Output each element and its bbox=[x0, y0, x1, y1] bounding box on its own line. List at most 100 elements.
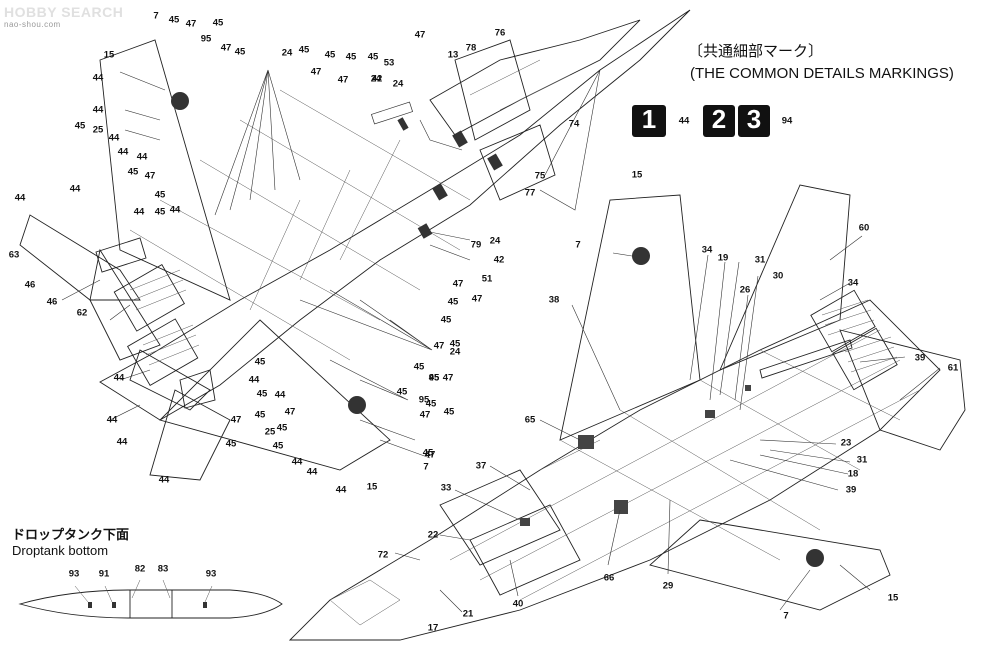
top-view-callout: 45 bbox=[128, 167, 139, 178]
bottom-view-callout: 21 bbox=[463, 609, 474, 620]
top-view-callout: 53 bbox=[384, 58, 395, 69]
top-view-callout: 45 bbox=[346, 52, 357, 63]
top-view-callout: 47 bbox=[472, 294, 483, 305]
top-view-callout: 45 bbox=[325, 50, 336, 61]
top-view-callout: 44 bbox=[117, 437, 128, 448]
bottom-view-callout: 40 bbox=[513, 599, 524, 610]
top-view-callout: 45 bbox=[235, 47, 246, 58]
badge-mark-2: 2 bbox=[712, 104, 726, 134]
top-view-callout: 44 bbox=[292, 457, 303, 468]
top-view-callout: 45 bbox=[448, 297, 459, 308]
marking-badge-3: 3 bbox=[738, 104, 770, 137]
top-view-callout: 44 bbox=[93, 73, 104, 84]
bottom-view-callout: 7 bbox=[783, 611, 788, 622]
top-view-callout: 47 bbox=[145, 171, 156, 182]
watermark-url: nao-shou.com bbox=[4, 20, 61, 29]
top-view-callout: 45 bbox=[169, 15, 180, 26]
top-view-callout: 47 bbox=[231, 415, 242, 426]
top-view-callout: 45 bbox=[414, 362, 425, 373]
droptank-callout: 82 bbox=[135, 564, 146, 575]
top-view-callout: 45 bbox=[255, 357, 266, 368]
bottom-view-callout: 39 bbox=[846, 485, 857, 496]
bottom-view-callout: 39 bbox=[915, 353, 926, 364]
droptank-callout: 93 bbox=[206, 569, 217, 580]
top-view-callout: 45 bbox=[429, 373, 440, 384]
top-view-callout: 25 bbox=[93, 125, 104, 136]
common-markings-header: 〔共通細部マーク〕 (THE COMMON DETAILS MARKINGS) … bbox=[632, 43, 954, 137]
bottom-view-callout: 26 bbox=[740, 285, 751, 296]
top-view-callout: 44 bbox=[107, 415, 118, 426]
top-view-callout: 45 bbox=[273, 441, 284, 452]
droptank-callout: 91 bbox=[99, 569, 110, 580]
bottom-view-aircraft bbox=[288, 184, 966, 641]
top-view-callout: 44 bbox=[275, 390, 286, 401]
top-view-callout: 47 bbox=[425, 450, 436, 461]
top-view-leaders bbox=[61, 69, 601, 459]
top-view-callout: 44 bbox=[70, 184, 81, 195]
badge-mark-1: 1 bbox=[642, 104, 656, 134]
bottom-view-callout: 66 bbox=[604, 573, 615, 584]
top-view-callout: 45 bbox=[299, 45, 310, 56]
top-view-callout: 95 bbox=[429, 373, 440, 384]
bottom-view-callout: 22 bbox=[428, 530, 439, 541]
bottom-view-callout: 34 bbox=[848, 278, 859, 289]
top-view-callout: 79 bbox=[471, 240, 482, 251]
top-view-callout: 24 bbox=[450, 347, 461, 358]
top-view-callout: 47 bbox=[221, 43, 232, 54]
top-view-callout: 47 bbox=[285, 407, 296, 418]
bottom-view-callout: 29 bbox=[663, 581, 674, 592]
top-view-callout: 45 bbox=[155, 207, 166, 218]
droptank-caption: ドロップタンク下面 Droptank bottom bbox=[12, 527, 129, 558]
top-view-callout: 45 bbox=[423, 448, 434, 459]
top-view-callout: 44 bbox=[118, 147, 129, 158]
top-view-callout: 45 bbox=[368, 52, 379, 63]
bottom-view-callout: 72 bbox=[378, 550, 389, 561]
top-view-callout: 45 bbox=[75, 121, 86, 132]
top-view-callout: 13 bbox=[448, 50, 459, 61]
top-view-callout: 24 bbox=[490, 236, 501, 247]
top-view-callout: 47 bbox=[415, 30, 426, 41]
top-view-callout: 44 bbox=[93, 105, 104, 116]
top-view-callout: 25 bbox=[265, 427, 276, 438]
badge-ref-94: 94 bbox=[782, 116, 793, 127]
top-view-callout: 45 bbox=[257, 389, 268, 400]
top-view-callout: 42 bbox=[372, 74, 383, 85]
bottom-view-callout: 19 bbox=[718, 253, 729, 264]
top-view-callout: 46 bbox=[47, 297, 58, 308]
top-view-callout: 76 bbox=[495, 28, 506, 39]
top-view-callout: 44 bbox=[336, 485, 347, 496]
header-title-jp: 〔共通細部マーク〕 bbox=[688, 43, 823, 60]
bottom-view-callout: 34 bbox=[702, 245, 713, 256]
top-view-callout: 44 bbox=[134, 207, 145, 218]
top-view-callout: 47 bbox=[186, 19, 197, 30]
top-view-callout: 24 bbox=[282, 48, 293, 59]
top-view-callout: 51 bbox=[482, 274, 493, 285]
bottom-view-callout: 60 bbox=[859, 223, 870, 234]
top-view-callout: 63 bbox=[9, 250, 20, 261]
bottom-view-callout: 15 bbox=[888, 593, 899, 604]
top-view-callout: 15 bbox=[104, 50, 115, 61]
watermark: HOBBY SEARCH nao-shou.com bbox=[4, 4, 123, 29]
bottom-view-callout: 65 bbox=[525, 415, 536, 426]
watermark-brand: HOBBY SEARCH bbox=[4, 4, 124, 20]
bottom-view-callout: 17 bbox=[428, 623, 439, 634]
bottom-view-callout: 30 bbox=[773, 271, 784, 282]
top-view-callout: 45 bbox=[155, 190, 166, 201]
top-view-callout: 15 bbox=[367, 482, 378, 493]
top-view-callout: 45 bbox=[441, 315, 452, 326]
bottom-view-callout: 33 bbox=[441, 483, 452, 494]
top-view-callout: 45 bbox=[213, 18, 224, 29]
top-view-callout: 44 bbox=[109, 133, 120, 144]
top-view-callout: 95 bbox=[419, 395, 430, 406]
badge-ref-44: 44 bbox=[679, 116, 690, 127]
top-view-callout: 45 bbox=[444, 407, 455, 418]
top-view-callout: 24 bbox=[371, 74, 382, 85]
top-view-callout: 47 bbox=[420, 410, 431, 421]
top-view-callout: 44 bbox=[170, 205, 181, 216]
top-view-callout: 7 bbox=[153, 11, 158, 22]
bottom-view-callout: 31 bbox=[755, 255, 766, 266]
top-view-callout: 45 bbox=[255, 410, 266, 421]
droptank-title-jp: ドロップタンク下面 bbox=[12, 527, 129, 542]
marking-badge-1: 1 bbox=[632, 104, 666, 137]
bottom-view-callout: 37 bbox=[476, 461, 487, 472]
